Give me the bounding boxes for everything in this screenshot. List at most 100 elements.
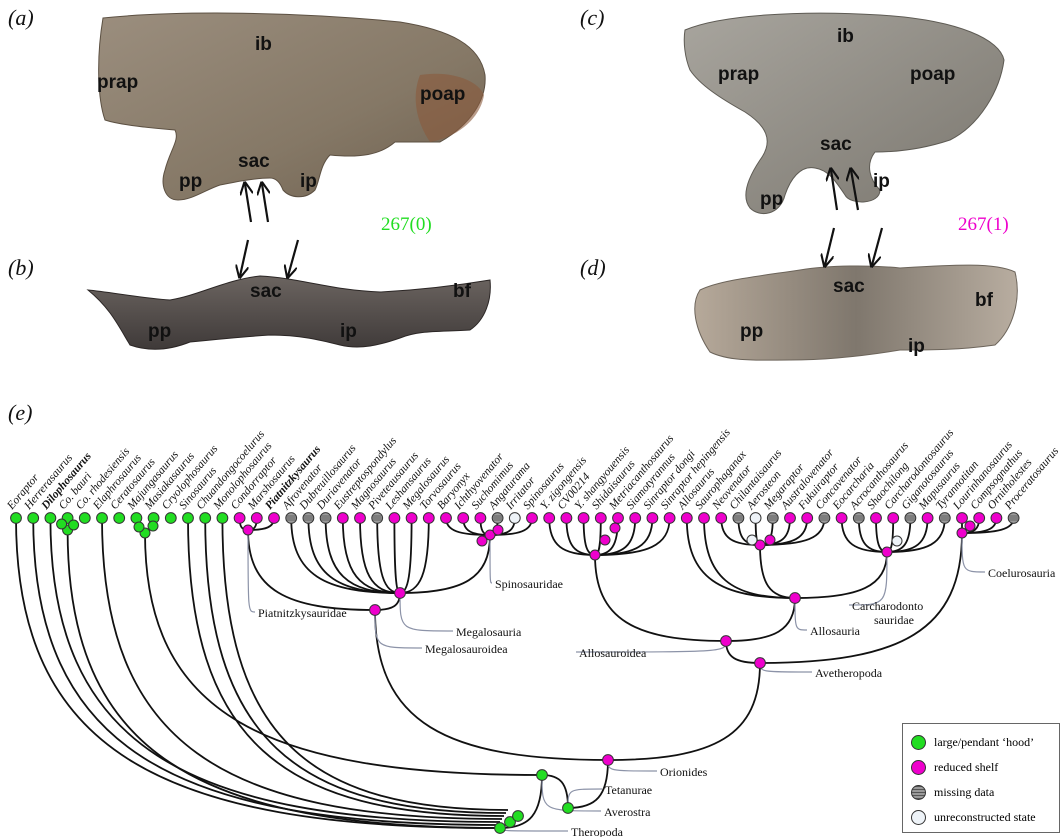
internal-state-marker [610,523,620,533]
clade-label: Tetanurae [605,783,652,797]
tree-branch [566,518,595,555]
legend-swatch [911,760,926,775]
internal-state-marker [69,520,79,530]
tree-branch [795,552,887,598]
legend-item: missing data [911,782,994,802]
tip-state-marker [647,513,658,524]
tip-state-marker [561,513,572,524]
tree-branch [568,760,608,808]
node-state-megalosauria [395,588,406,599]
tip-state-marker [183,513,194,524]
tip-state-marker [45,513,56,524]
clade-label: Allosauroidea [579,646,647,660]
tree-branch [102,518,502,819]
tree-branch [188,518,504,816]
tip-state-marker [974,513,985,524]
tip-state-marker [578,513,589,524]
tip-state-marker [785,513,796,524]
tip-state-marker [11,513,22,524]
tree-branch [726,598,795,641]
tip-state-marker [664,513,675,524]
tree-branch [608,663,760,760]
internal-state-marker [590,550,600,560]
tip-state-marker [509,513,520,524]
clade-leader-line [490,535,492,583]
tip-state-marker [234,513,245,524]
tip-state-marker [251,513,262,524]
tip-state-marker [681,513,692,524]
tip-state-marker [888,513,899,524]
internal-state-marker [747,535,757,545]
tip-state-marker [802,513,813,524]
tip-state-marker [836,513,847,524]
tip-state-marker [423,513,434,524]
internal-state-marker [765,535,775,545]
legend-item: reduced shelf [911,757,998,777]
tip-state-marker [922,513,933,524]
tip-state-marker [957,513,968,524]
node-state-theropoda-c [513,811,524,822]
tip-state-marker [630,513,641,524]
internal-state-marker [134,522,144,532]
tree-branch [687,518,795,598]
tree-branch [68,530,500,828]
legend-swatch [911,810,926,825]
clade-leader-line [608,760,657,771]
tree-branch [726,641,760,663]
tree-branch [33,518,498,825]
internal-state-marker [57,519,67,529]
tip-state-marker [991,513,1002,524]
tip-state-marker [217,513,228,524]
tip-state-marker [165,513,176,524]
tree-branch [205,518,506,813]
tip-state-marker [337,513,348,524]
node-state-avetheropoda [755,658,766,669]
tree-branch [308,518,400,593]
clade-label: Theropoda [571,825,624,837]
internal-state-marker [493,525,503,535]
clade-label: Allosauria [810,624,861,638]
legend-label: reduced shelf [934,760,998,775]
internal-state-marker [477,536,487,546]
clade-leader-line [400,593,453,631]
clade-label: Coelurosauria [988,566,1056,580]
tip-state-marker [613,513,624,524]
tree-branch [222,518,508,810]
clade-label: Piatnitzkysauridae [258,606,347,620]
clade-label: Megalosauria [456,625,522,639]
legend-swatch [911,785,926,800]
node-state-averostra [537,770,548,781]
legend: large/pendant ‘hood’ reduced shelf missing… [902,723,1060,833]
node-state-allosauria [790,593,801,604]
tree-branch [16,518,496,828]
tree-branch [400,518,429,593]
tip-state-marker [441,513,452,524]
internal-state-marker [965,521,975,531]
clade-label: Orionides [660,765,708,779]
internal-state-marker [892,536,902,546]
node-state-theropoda [495,823,506,834]
legend-swatch [911,735,926,750]
legend-label: large/pendant ‘hood’ [934,735,1034,750]
internal-state-marker [600,535,610,545]
tip-state-marker [716,513,727,524]
tip-state-marker [389,513,400,524]
tip-state-marker [269,513,280,524]
tip-state-marker [97,513,108,524]
tree-branch [400,518,412,593]
clade-label: Megalosauroidea [425,642,508,656]
clade-label: Averostra [604,805,651,819]
tip-state-marker [355,513,366,524]
node-state-allosauroidea [721,636,732,647]
tip-state-marker [750,513,761,524]
internal-state-marker [148,521,158,531]
internal-state-marker [957,528,967,538]
tip-state-marker [406,513,417,524]
tip-state-marker [699,513,710,524]
tip-state-marker [200,513,211,524]
tree-branch [859,518,887,552]
tip-state-marker [79,513,90,524]
tree-branch [394,518,400,593]
